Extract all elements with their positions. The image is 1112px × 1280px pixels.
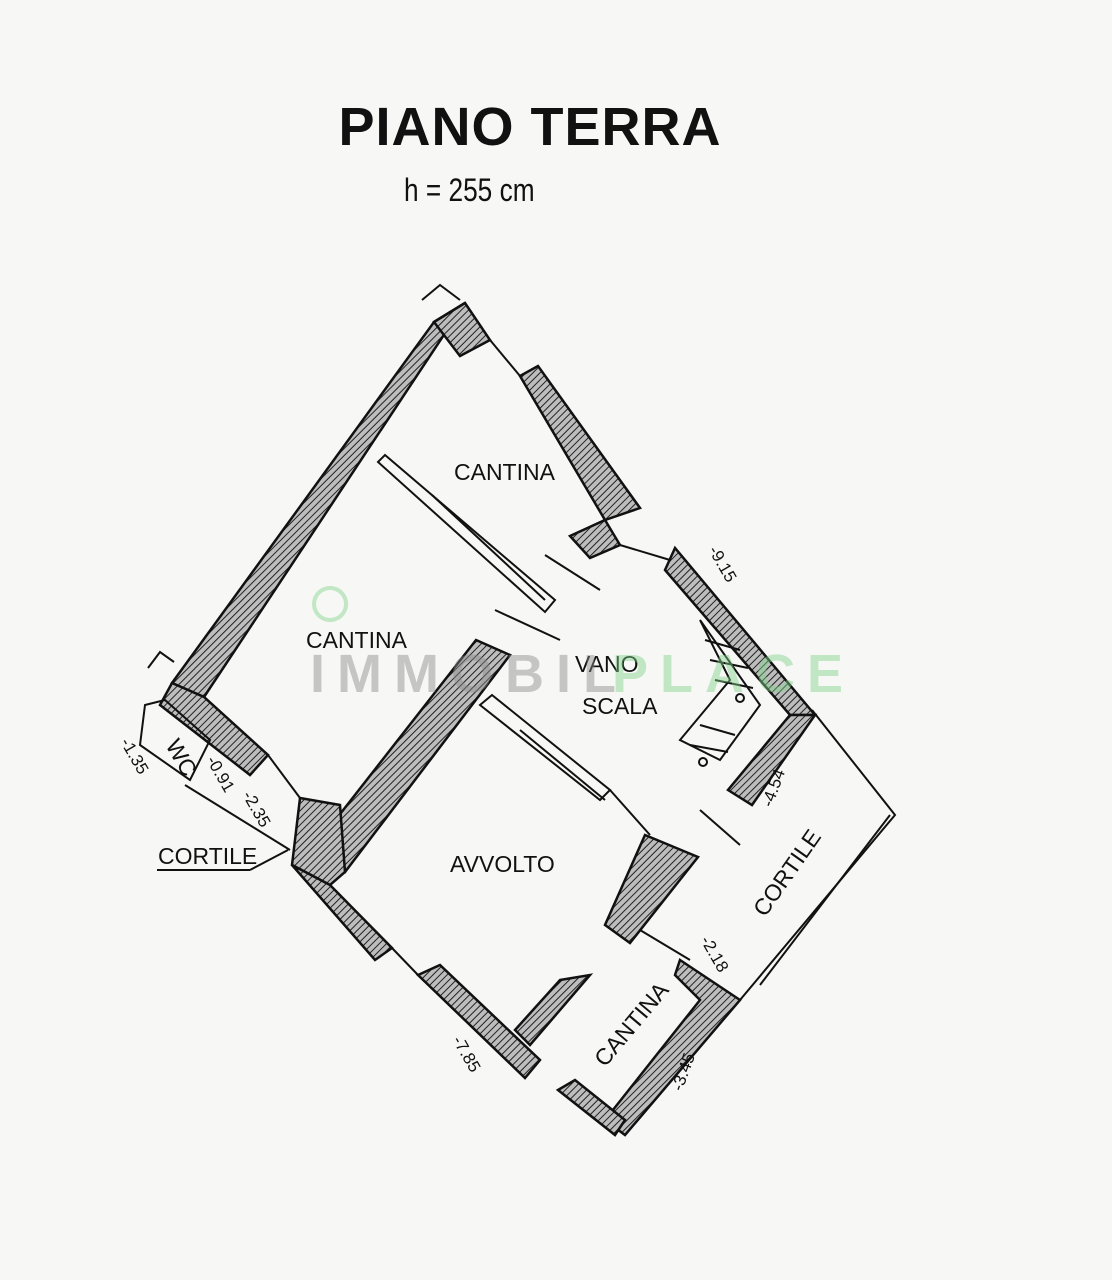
door-avvolto <box>609 789 651 836</box>
level-marker: -1.35 <box>117 735 153 778</box>
pin-icon <box>312 586 349 622</box>
door-cantina-bottom <box>639 929 691 961</box>
room-label-cantina-top: CANTINA <box>454 459 556 485</box>
label-cortile-right: CORTILE <box>748 825 826 921</box>
level-marker: -7.85 <box>449 1033 485 1076</box>
partition-inner-line <box>431 494 546 601</box>
cortile-right-inner <box>759 814 891 986</box>
wall-avvolto-left-block <box>290 796 347 887</box>
wall-avvolto-top-right <box>603 833 701 945</box>
cortile-right-outline <box>739 709 897 1001</box>
door-cantina-left <box>494 609 561 641</box>
watermark: IMMOBIL PLACE <box>310 586 855 704</box>
room-label-cantina-left: CANTINA <box>306 627 408 653</box>
room-label-wc: WC <box>161 735 203 781</box>
door-cortile <box>267 754 301 799</box>
wall-cantina-bottom-left <box>555 1078 627 1137</box>
wall-avvolto-bottom-left <box>291 863 394 962</box>
room-label-scala: SCALA <box>582 693 658 719</box>
partition-inner-line-2 <box>519 729 606 801</box>
wall-top-right-outer <box>518 364 642 522</box>
height-note: h = 255 cm <box>404 172 535 208</box>
label-cortile-left: CORTILE <box>158 843 257 869</box>
door-scale-bottom <box>699 809 741 846</box>
partition-cantina-top <box>376 453 557 614</box>
level-marker: -2.35 <box>239 788 275 831</box>
door-cantina-link <box>544 554 601 591</box>
marker-top <box>421 283 461 301</box>
cortile-left-leader <box>249 849 289 871</box>
door-vano <box>619 544 671 561</box>
level-marker: -9.15 <box>705 543 741 586</box>
watermark-part2: PLACE <box>612 644 855 704</box>
wc-box <box>138 698 212 782</box>
watermark-part1: IMMOBIL <box>310 644 628 704</box>
page-title: PIANO TERRA <box>338 97 722 157</box>
wall-top-corner <box>432 301 492 358</box>
cortile-left-edge <box>184 784 291 851</box>
window-top <box>489 339 521 377</box>
wall-avvolto-bottom <box>415 963 542 1080</box>
room-label-avvolto: AVVOLTO <box>450 851 555 877</box>
wall-right-outer-lower <box>726 713 818 807</box>
level-marker: -2.18 <box>697 933 733 976</box>
window-avvolto <box>391 947 419 976</box>
marker-left <box>147 650 175 669</box>
stairs <box>678 619 762 767</box>
room-label-vano: VANO <box>575 651 638 677</box>
wall-cantina-stub <box>567 518 622 560</box>
wall-avvolto-right <box>513 973 594 1047</box>
